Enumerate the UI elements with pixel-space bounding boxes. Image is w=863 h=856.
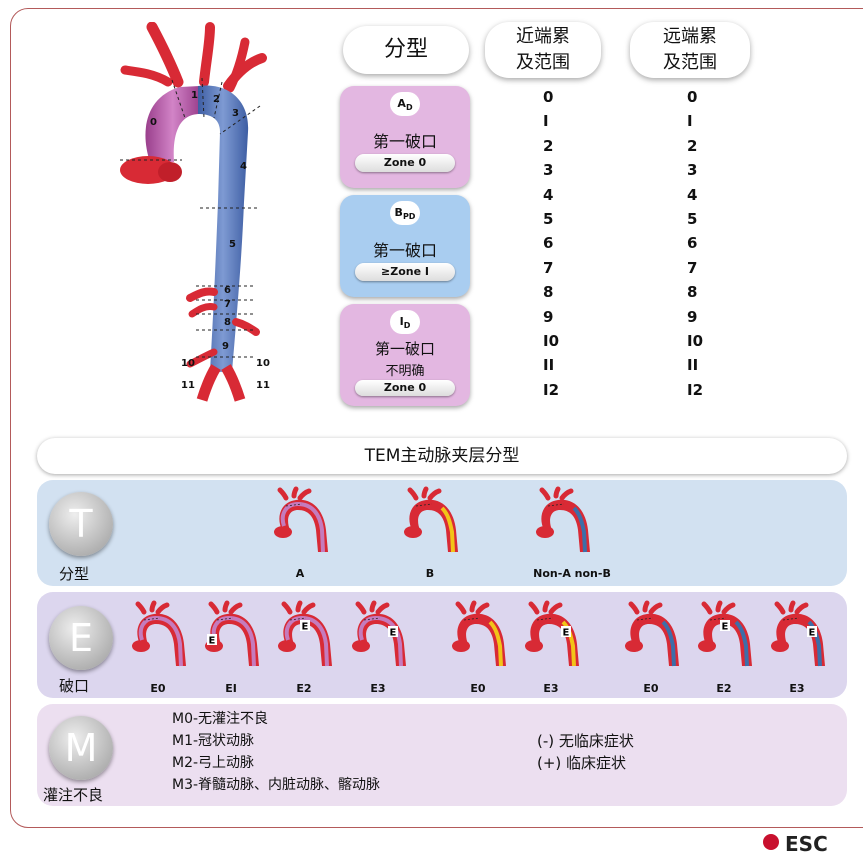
t-label-b: B	[390, 567, 470, 580]
mini-aorta-e2-a: E	[278, 603, 332, 666]
mini-aorta-type-b	[404, 489, 458, 552]
e-label-1: EI	[191, 682, 271, 695]
svg-text:E: E	[722, 622, 729, 633]
t-label-nonanonb: Non-A non-B	[517, 567, 627, 580]
mini-aorta-e3-nab: E	[771, 603, 825, 666]
t-label-a: A	[260, 567, 340, 580]
svg-text:E: E	[390, 628, 397, 639]
esc-logo: ESC	[745, 832, 863, 853]
e-label-0: E0	[118, 682, 198, 695]
e-label-5: E3	[511, 682, 591, 695]
e-label-6: E0	[611, 682, 691, 695]
mini-aorta-e3-a: E	[352, 603, 406, 666]
e-label-3: E3	[338, 682, 418, 695]
svg-text:E: E	[809, 628, 816, 639]
e-label-2: E2	[264, 682, 344, 695]
e-label-8: E3	[757, 682, 837, 695]
mini-aorta-e0-a	[132, 603, 186, 666]
heart-icon	[763, 834, 779, 850]
mini-aorta-e1-a: E	[205, 603, 259, 666]
e-label-4: E0	[438, 682, 518, 695]
mini-aorta-e0-nab	[625, 603, 679, 666]
mini-aorta-type-a	[274, 489, 328, 552]
mini-aorta-e0-b	[452, 603, 506, 666]
svg-text:E: E	[209, 636, 216, 647]
svg-text:E: E	[563, 628, 570, 639]
e-label-7: E2	[684, 682, 764, 695]
svg-text:E: E	[302, 622, 309, 633]
esc-logo-text: ESC	[785, 832, 828, 856]
mini-aorta-type-nonanonb	[536, 489, 590, 552]
mini-aorta-e3-b: E	[525, 603, 579, 666]
mini-aorta-e2-nab: E	[698, 603, 752, 666]
